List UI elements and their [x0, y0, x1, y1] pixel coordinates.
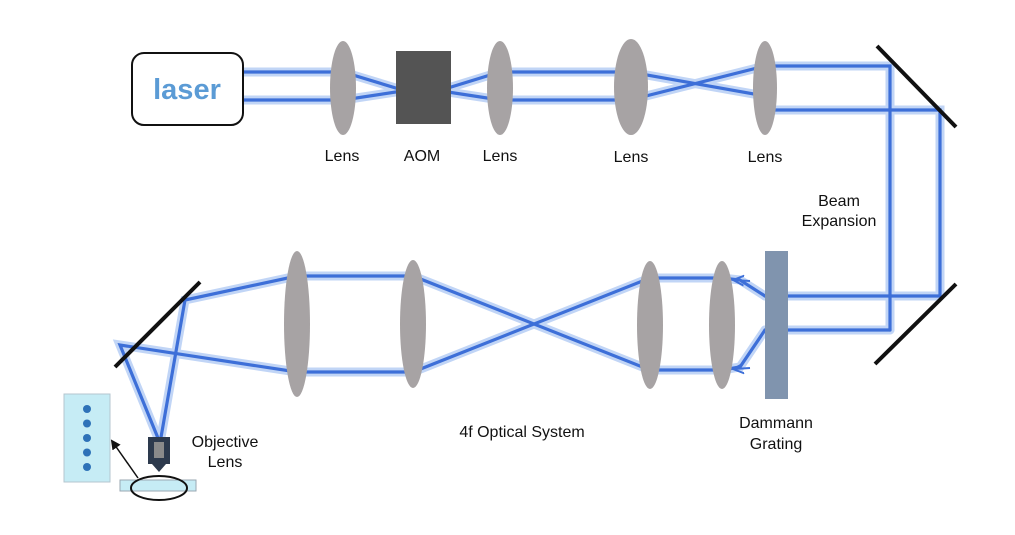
focal-spot — [83, 448, 91, 457]
objective-lens-label-line2: Lens — [208, 454, 243, 471]
lens-1-label: Lens — [325, 148, 360, 165]
lens-4f-4 — [284, 251, 310, 397]
lens-1 — [330, 41, 356, 135]
lens-4 — [753, 41, 777, 135]
beam-arrow-upper — [734, 280, 751, 281]
lens-3-label: Lens — [614, 149, 649, 166]
beam-arrow-lower — [734, 368, 751, 369]
focal-spots — [83, 405, 91, 471]
lens-2 — [487, 41, 513, 135]
dammann-grating — [765, 251, 788, 399]
four-f-system-label: 4f Optical System — [459, 424, 584, 441]
magnify-arrow — [110, 439, 139, 479]
lens-4f-2 — [637, 261, 663, 389]
focus-highlight-ellipse — [130, 475, 188, 501]
mirror-left — [113, 280, 202, 369]
lens-4f-3 — [400, 260, 426, 388]
beam-expansion-label-line1: Beam — [818, 193, 860, 210]
lens-4-label: Lens — [748, 149, 783, 166]
laser-source: laser — [131, 52, 244, 126]
focal-spot — [83, 419, 91, 428]
lens-4f-1 — [709, 261, 735, 389]
focal-spot — [83, 434, 91, 442]
aom-label: AOM — [404, 148, 440, 165]
objective-lens-label-line1: Objective — [192, 434, 259, 451]
beam-expansion-label-line2: Expansion — [802, 213, 877, 230]
focal-spot — [83, 405, 91, 413]
sample-slide — [119, 479, 197, 492]
aom-modulator — [396, 51, 451, 124]
lens-3 — [614, 39, 648, 135]
mirror-top-right — [875, 44, 958, 129]
focal-spot — [83, 463, 91, 471]
mirror-bottom-right — [873, 282, 958, 366]
laser-beam-paths — [112, 61, 945, 448]
dammann-grating-label-line2: Grating — [750, 436, 802, 453]
dammann-grating-label-line1: Dammann — [739, 415, 813, 432]
lens-2-label: Lens — [483, 148, 518, 165]
laser-label: laser — [153, 74, 221, 106]
objective-lens — [148, 437, 170, 472]
